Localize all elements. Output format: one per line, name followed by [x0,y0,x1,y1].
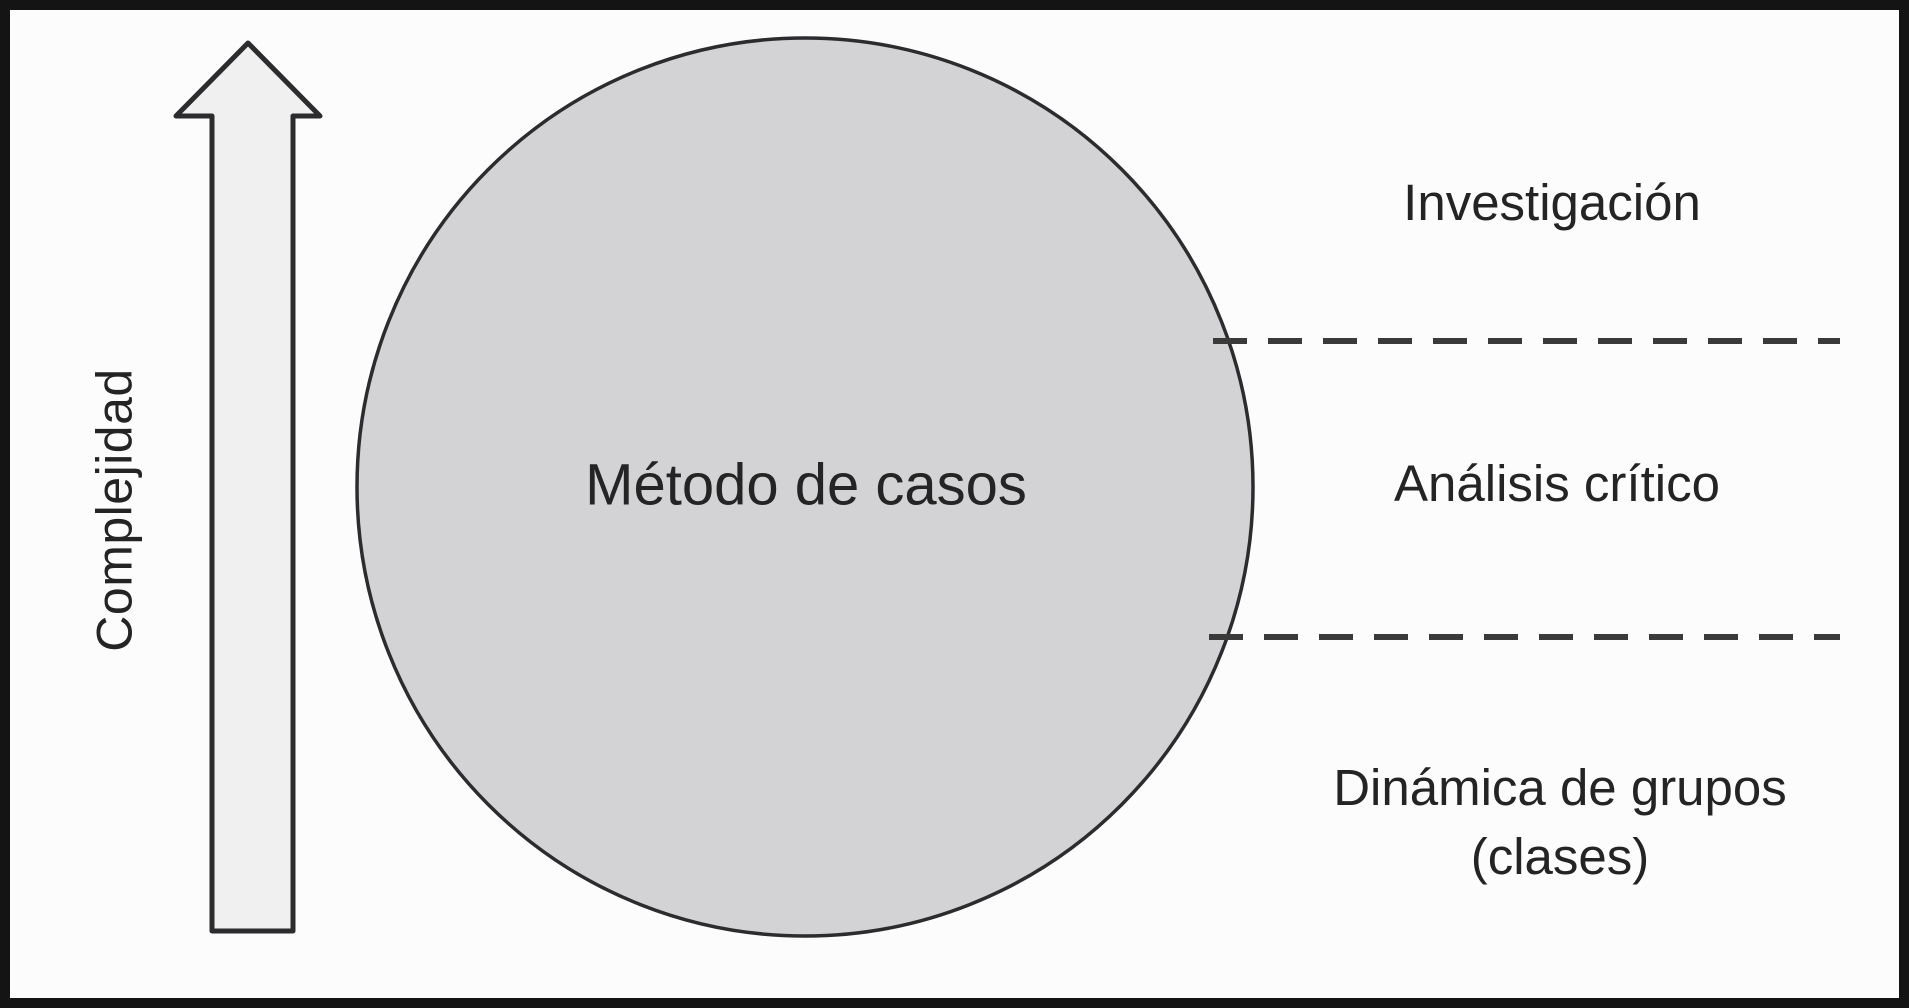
level-label-dinamica-de-grupos: Dinámica de grupos [1333,759,1787,816]
level-sublabel-clases: (clases) [1471,828,1650,885]
complexity-axis-label: Complejidad [87,368,143,651]
level-label-investigacion: Investigación [1403,174,1701,231]
diagram-canvas: Complejidad Método de casos Investigació… [87,36,1840,938]
method-circle [355,36,1255,938]
method-circle-label: Método de casos [585,452,1027,517]
complexity-arrow-icon [173,40,323,934]
level-label-analisis-critico: Análisis crítico [1394,455,1720,512]
